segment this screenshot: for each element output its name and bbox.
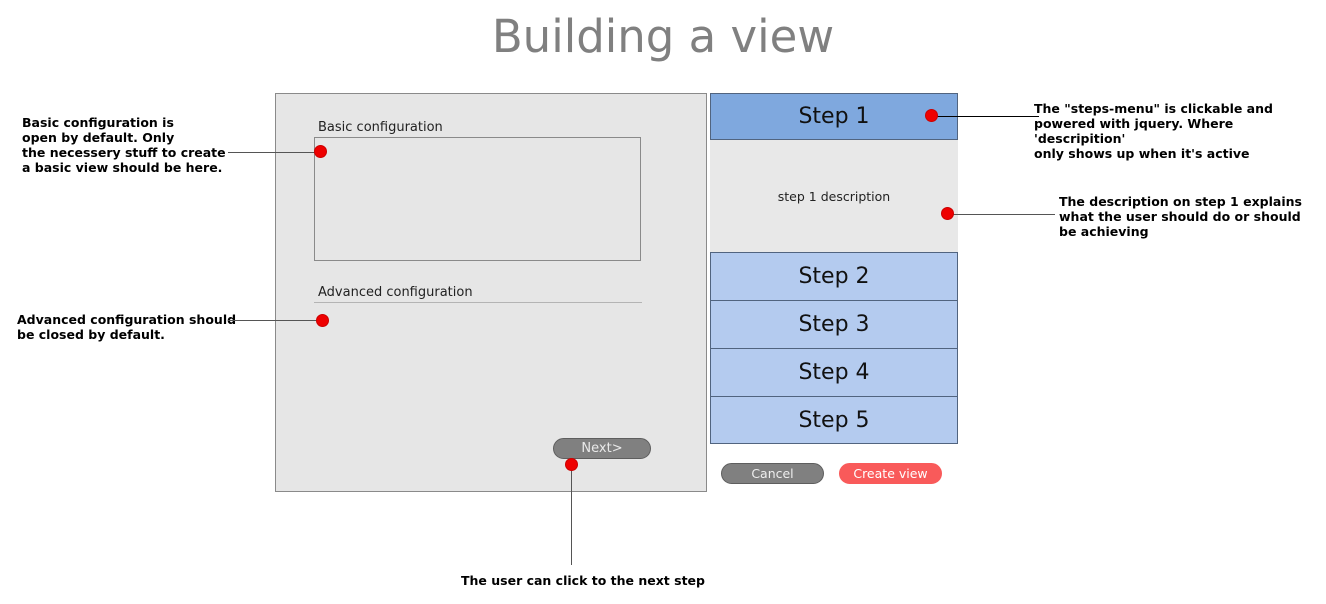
annotation-dot-advanced [316, 314, 329, 327]
annotation-dot-basic [314, 145, 327, 158]
annotation-step-description: The description on step 1 explains what … [1059, 194, 1302, 239]
create-view-button[interactable]: Create view [839, 463, 942, 484]
annotation-dot-steps-menu [925, 109, 938, 122]
steps-menu: Step 1 step 1 description Step 2 Step 3 … [710, 93, 958, 444]
next-button[interactable]: Next> [553, 438, 651, 459]
annotation-advanced-configuration: Advanced configuration should be closed … [17, 312, 237, 342]
steps-menu-item-step-2[interactable]: Step 2 [710, 252, 958, 300]
annotation-dot-next [565, 458, 578, 471]
annotation-leader-line-description [950, 214, 1055, 215]
page-title: Building a view [491, 10, 835, 63]
steps-menu-item-step-3[interactable]: Step 3 [710, 300, 958, 348]
steps-menu-item-step-1[interactable]: Step 1 [710, 93, 958, 140]
annotation-leader-line-next [571, 470, 572, 565]
steps-menu-item-step-5[interactable]: Step 5 [710, 396, 958, 444]
advanced-configuration-label[interactable]: Advanced configuration [318, 285, 473, 300]
configuration-panel: Basic configuration Advanced configurati… [275, 93, 707, 492]
basic-configuration-content-area [314, 137, 641, 261]
cancel-button[interactable]: Cancel [721, 463, 824, 484]
annotation-basic-configuration: Basic configuration is open by default. … [22, 115, 226, 175]
annotation-next-button: The user can click to the next step [461, 573, 705, 588]
annotation-steps-menu: The "steps-menu" is clickable and powere… [1034, 101, 1273, 161]
annotation-leader-line-advanced [228, 320, 318, 321]
basic-configuration-label[interactable]: Basic configuration [318, 120, 443, 135]
advanced-configuration-divider [314, 302, 642, 303]
steps-menu-item-step-4[interactable]: Step 4 [710, 348, 958, 396]
annotation-leader-line-basic [228, 152, 318, 153]
step-description: step 1 description [710, 140, 958, 252]
annotation-leader-line-steps-menu [934, 116, 1039, 117]
annotation-dot-description [941, 207, 954, 220]
